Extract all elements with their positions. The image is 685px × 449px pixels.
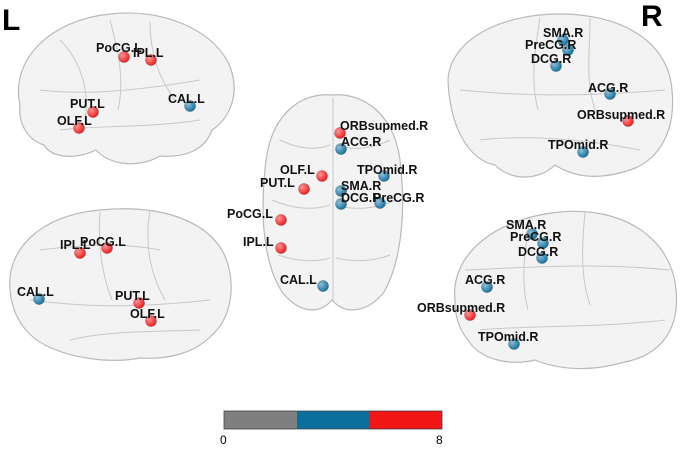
node-label-sma-r: SMA.R — [543, 26, 583, 40]
node-highlight-precg-r — [537, 237, 549, 249]
node-highlight-tpomid-r — [577, 146, 589, 158]
node-label-acg-r: ACG.R — [588, 81, 628, 95]
node-highlight-acg-r — [604, 88, 616, 100]
node-label-tpomid-r: TPOmid.R — [548, 138, 608, 152]
colorbar-min-label: 0 — [220, 433, 227, 447]
node-highlight-dcg-r — [335, 198, 347, 210]
node-label-olf-l: OLF.L — [57, 114, 92, 128]
colorbar: 0 8 — [220, 410, 443, 447]
node-highlight-pocg-l — [101, 242, 113, 254]
node-label-ipl-l: IPL.L — [133, 46, 164, 60]
node-highlight-put-l — [298, 183, 310, 195]
node-label-acg-r: ACG.R — [341, 135, 381, 149]
node-highlight-acg-r — [335, 143, 347, 155]
brain-right-lateral-top — [447, 13, 674, 178]
node-highlight-precg-r — [374, 197, 386, 209]
node-label-pocg-l: PoCG.L — [227, 207, 273, 221]
node-label-cal-l: CAL.L — [280, 273, 317, 287]
node-highlight-acg-r — [481, 281, 493, 293]
node-highlight-dcg-r — [536, 252, 548, 264]
brain-left-lateral-bottom — [9, 208, 232, 361]
node-highlight-orbsupmed-r — [464, 309, 476, 321]
node-highlight-dcg-r — [550, 60, 562, 72]
colorbar-segment-grey — [224, 411, 297, 429]
node-highlight-precg-r — [562, 44, 574, 56]
node-label-sma-r: SMA.R — [506, 218, 546, 232]
node-highlight-put-l — [133, 297, 145, 309]
node-label-dcg-r: DCG.R — [341, 191, 381, 205]
node-label-precg-r: PreCG.R — [510, 230, 561, 244]
node-highlight-ipl-l — [145, 54, 157, 66]
brain-top-view — [262, 94, 404, 311]
node-label-dcg-r: DCG.R — [531, 52, 571, 66]
node-label-orbsupmed-r: ORBsupmed.R — [340, 119, 428, 133]
node-highlight-tpomid-r — [508, 338, 520, 350]
node-highlight-orbsupmed-r — [622, 115, 634, 127]
node-label-cal-l: CAL.L — [17, 285, 54, 299]
node-label-precg-r: PreCG.R — [525, 38, 576, 52]
node-highlight-sma-r — [557, 34, 569, 46]
node-label-pocg-l: PoCG.L — [80, 235, 126, 249]
right-hemisphere-marker: R — [641, 0, 663, 33]
nodes-top-view: ORBsupmed.R ACG.R OLF.L TPOmid.R PUT.L SMA.RD… — [227, 119, 428, 292]
node-highlight-tpomid-r — [378, 170, 390, 182]
node-highlight-olf-l — [145, 315, 157, 327]
left-hemisphere-marker: L — [2, 4, 20, 37]
node-label-ipl-l: IPL.L — [243, 235, 274, 249]
node-label-put-l: PUT.L — [115, 289, 150, 303]
node-highlight-cal-l — [33, 293, 45, 305]
node-highlight-put-l — [87, 106, 99, 118]
node-highlight-ipl-l — [275, 242, 287, 254]
node-highlight-cal-l — [184, 100, 196, 112]
node-highlight-pocg-l — [118, 51, 130, 63]
colorbar-max-label: 8 — [436, 433, 443, 447]
node-label-pocg-l: PoCG.L — [96, 41, 142, 55]
node-label-sma-r: SMA.R — [341, 179, 381, 193]
node-label-put-l: PUT.L — [70, 97, 105, 111]
node-label-orbsupmed-r: ORBsupmed.R — [417, 301, 505, 315]
node-label-precg-r: PreCG.R — [373, 191, 424, 205]
node-highlight-ipl-l — [74, 247, 86, 259]
node-label-cal-l: CAL.L — [168, 92, 205, 106]
brain-right-lateral-bottom — [454, 210, 678, 370]
node-label-dcg-r: DCG.R — [518, 245, 558, 259]
colorbar-segment-red — [370, 411, 442, 429]
node-highlight-olf-l — [316, 170, 328, 182]
node-highlight-orbsupmed-r — [334, 127, 346, 139]
node-label-ipl-l: IPL.L — [60, 238, 91, 252]
node-highlight-sma-r — [335, 185, 347, 197]
node-highlight-pocg-l — [275, 214, 287, 226]
colorbar-segment-blue — [297, 411, 370, 429]
node-label-tpomid-r: TPOmid.R — [357, 163, 417, 177]
node-highlight-olf-l — [73, 122, 85, 134]
node-label-acg-r: ACG.R — [465, 273, 505, 287]
node-label-tpomid-r: TPOmid.R — [478, 330, 538, 344]
node-label-olf-l: OLF.L — [130, 307, 165, 321]
node-label-orbsupmed-r: ORBsupmed.R — [577, 108, 665, 122]
node-highlight-cal-l — [317, 280, 329, 292]
node-highlight-sma-r — [526, 228, 538, 240]
node-label-put-l: PUT.L — [260, 176, 295, 190]
node-label-olf-l: OLF.L — [280, 163, 315, 177]
brain-left-lateral-top — [17, 12, 235, 165]
